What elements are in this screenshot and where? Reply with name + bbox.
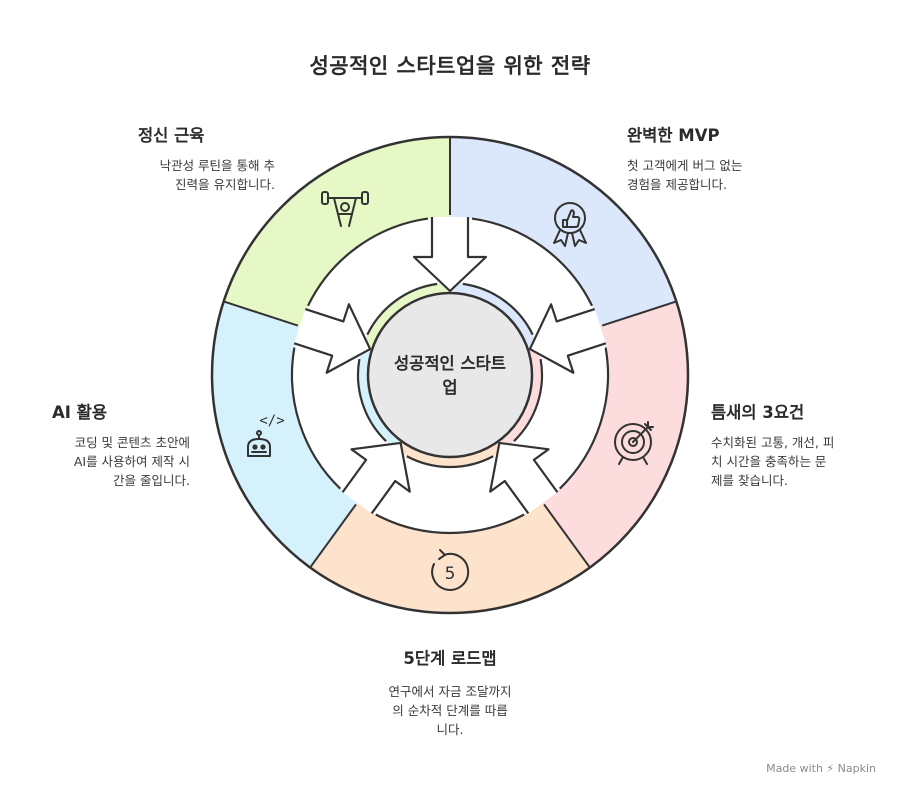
arrow-band-edge	[356, 358, 387, 442]
ai-icon-code: </>	[259, 413, 284, 429]
center-label: 성공적인 스타트 업	[393, 354, 506, 397]
diagram-title: 성공적인 스타트업을 위한 전략	[309, 54, 591, 78]
segment-heading-mvp: 완벽한 MVP	[627, 126, 720, 145]
arrow-band-edge	[513, 358, 544, 442]
center-hub	[366, 291, 534, 459]
segment-desc-roadmap: 연구에서 자금 조달까지 의 순차적 단계를 따릅 니다.	[388, 684, 512, 737]
weightlifter-icon	[321, 191, 369, 227]
segment-desc-mental: 낙관성 루틴을 통해 추 진력을 유지합니다.	[159, 158, 275, 192]
cycle-arrow	[341, 441, 411, 515]
segment-desc-mvp: 첫 고객에게 버그 없는 경험을 제공합니다.	[627, 158, 743, 192]
cycle-arrow	[489, 441, 559, 515]
robot-code-icon	[247, 430, 271, 457]
arrow-band-edge	[558, 347, 610, 490]
thumbs-up-badge-icon	[553, 202, 587, 247]
segment-divider	[543, 503, 591, 569]
made-with-napkin: Made with ⚡ Napkin	[766, 762, 876, 775]
segment-heading-niche: 틈새의 3요건	[711, 403, 805, 422]
segment-divider	[223, 300, 299, 327]
segment-divider	[309, 503, 357, 569]
segment-desc-niche: 수치화된 고통, 개선, 피 치 시간을 충족하는 문 제를 찾습니다.	[711, 435, 835, 488]
segment-heading-ai: AI 활용	[52, 403, 108, 422]
segment-heading-roadmap: 5단계 로드맵	[403, 649, 497, 668]
outer-ring	[210, 135, 690, 615]
arrow-band-edge	[406, 455, 494, 469]
arrow-band-edge	[471, 217, 593, 307]
roadmap-icon-number: 5	[445, 564, 456, 584]
cycle-arrow	[412, 217, 488, 293]
arrow-band-edge	[290, 347, 342, 490]
segment-heading-mental: 정신 근육	[138, 126, 205, 145]
target-arrow-icon	[614, 421, 654, 465]
arrow-band-edge	[375, 513, 525, 535]
arrow-band-edge	[462, 282, 534, 336]
arrow-band-edge	[307, 217, 429, 307]
segment-divider	[601, 300, 677, 327]
five-cycle-icon	[431, 549, 470, 591]
segment-desc-ai: 코딩 및 콘텐츠 초안에 AI를 사용하여 제작 시 간을 줄입니다.	[73, 435, 190, 488]
cycle-arrow	[528, 303, 607, 374]
arrow-band-edge	[366, 282, 438, 336]
cycle-arrow	[293, 303, 372, 374]
